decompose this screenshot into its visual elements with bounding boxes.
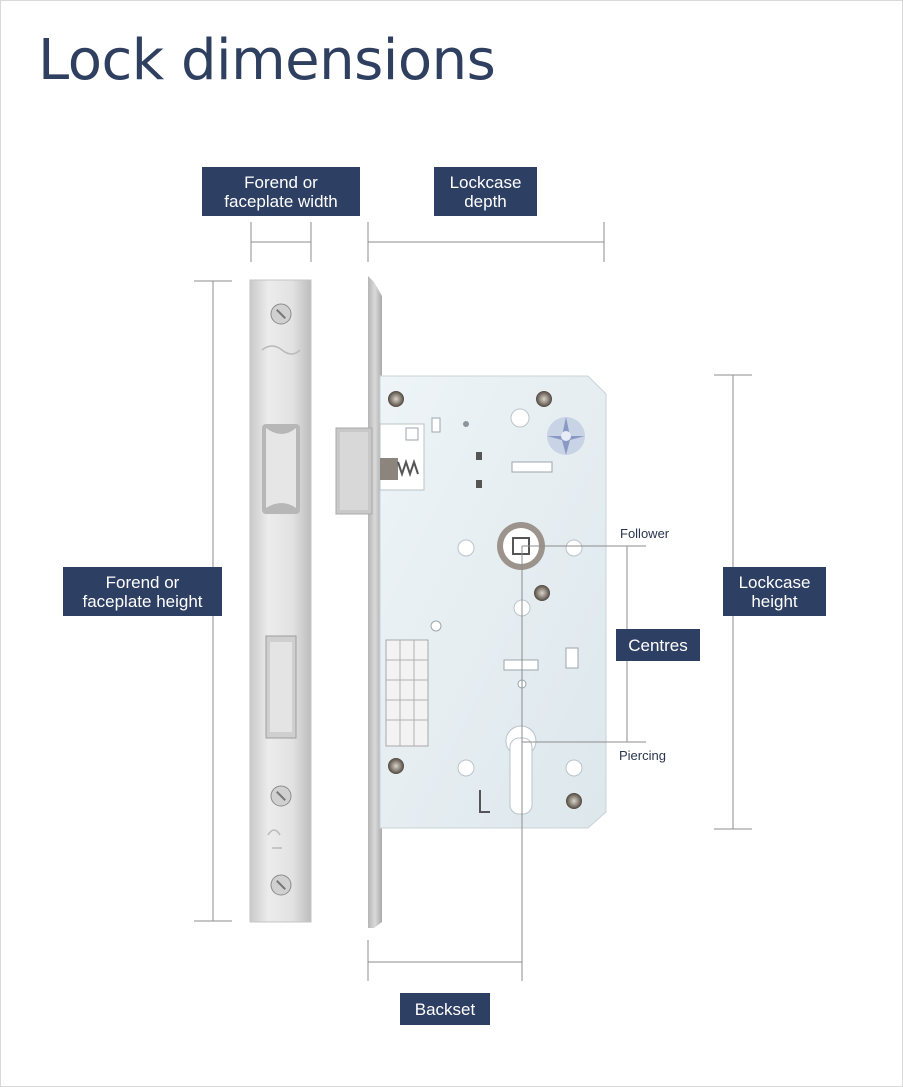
screw-icon — [270, 303, 292, 325]
forend-plate — [249, 279, 312, 923]
backset-label: Backset — [400, 993, 490, 1025]
lockcase-body — [379, 375, 607, 829]
follower-label: Follower — [620, 526, 670, 541]
lockcase-faceplate-edge — [335, 276, 382, 928]
centres-label: Centres — [616, 629, 700, 661]
forend-height-label: Forend or faceplate height — [63, 567, 222, 616]
page-title: Lock dimensions — [38, 28, 496, 93]
forend-width-label: Forend or faceplate width — [202, 167, 360, 216]
screw-icon — [270, 874, 292, 896]
hologram-sticker-icon — [547, 417, 585, 455]
screw-icon — [270, 785, 292, 807]
lockcase-depth-label: Lockcase depth — [434, 167, 537, 216]
lockcase-height-label: Lockcase height — [723, 567, 826, 616]
piercing-label: Piercing — [619, 748, 666, 763]
